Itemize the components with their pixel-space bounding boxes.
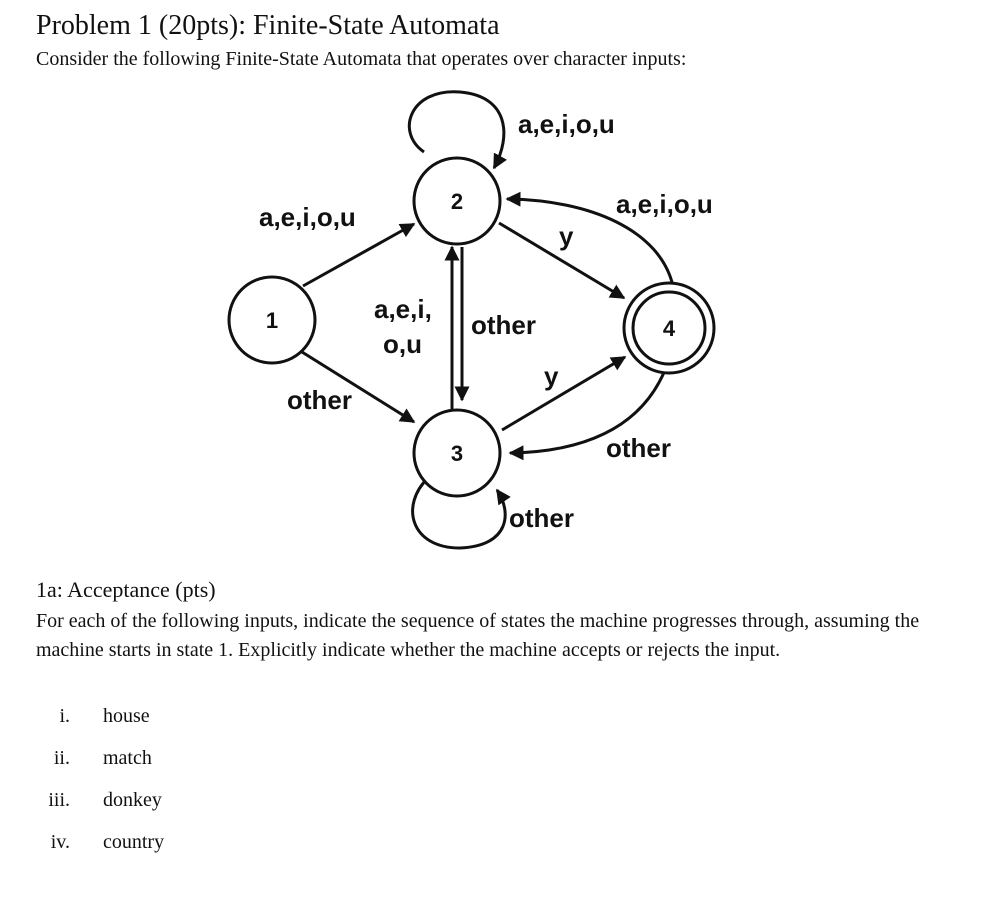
label-3-2-line2: o,u [383, 329, 422, 359]
label-2-4: y [559, 221, 574, 251]
label-4-2: a,e,i,o,u [616, 189, 713, 219]
list-item: iv. country [0, 831, 300, 859]
section-heading: 1a: Acceptance (pts) [36, 577, 216, 602]
label-3-2-line1: a,e,i, [374, 294, 432, 324]
state-1-circle [227, 275, 317, 365]
problem-intro: Consider the following Finite-State Auto… [36, 48, 687, 70]
state-4-label: 4 [663, 316, 676, 341]
state-2-circle [412, 156, 502, 246]
edge-1-2 [302, 222, 416, 288]
label-loop-3: other [509, 503, 574, 533]
state-3-label: 3 [451, 441, 463, 466]
edge-4-3 [508, 369, 667, 461]
fsa-diagram: 1 2 3 4 a,e,i,o,u a,e,i,o,u a,e,i,o,u y … [227, 90, 716, 550]
list-item-word: country [103, 831, 165, 853]
list-item-number: iii. [48, 789, 70, 811]
label-1-3: other [287, 385, 352, 415]
list-item: iii. donkey [0, 789, 300, 817]
section-text: For each of the following inputs, indica… [36, 610, 920, 661]
problem-title: Problem 1 (20pts): Finite-State Automata [36, 10, 500, 41]
list-item-word: donkey [103, 789, 162, 811]
edge-loop-3 [411, 476, 511, 550]
list-item: i. house [0, 705, 300, 733]
list-item-number: i. [59, 705, 70, 727]
list-item: ii. match [0, 747, 300, 775]
label-loop-2: a,e,i,o,u [518, 109, 615, 139]
edge-loop-2 [407, 90, 508, 170]
list-item-word: house [103, 705, 150, 727]
label-3-4: y [544, 361, 559, 391]
list-item-number: ii. [53, 747, 70, 769]
label-2-3: other [471, 310, 536, 340]
state-3-circle [412, 408, 502, 498]
edge-4-2 [505, 191, 675, 287]
state-4-inner-circle [631, 290, 707, 366]
label-4-3: other [606, 433, 671, 463]
list-item-word: match [103, 747, 152, 769]
list-item-number: iv. [50, 831, 70, 853]
state-1-label: 1 [266, 308, 278, 333]
edge-2-4 [498, 221, 626, 300]
state-2-label: 2 [451, 189, 463, 214]
edge-3-4 [501, 355, 627, 432]
label-1-2: a,e,i,o,u [259, 202, 356, 232]
edge-1-3 [301, 350, 416, 424]
